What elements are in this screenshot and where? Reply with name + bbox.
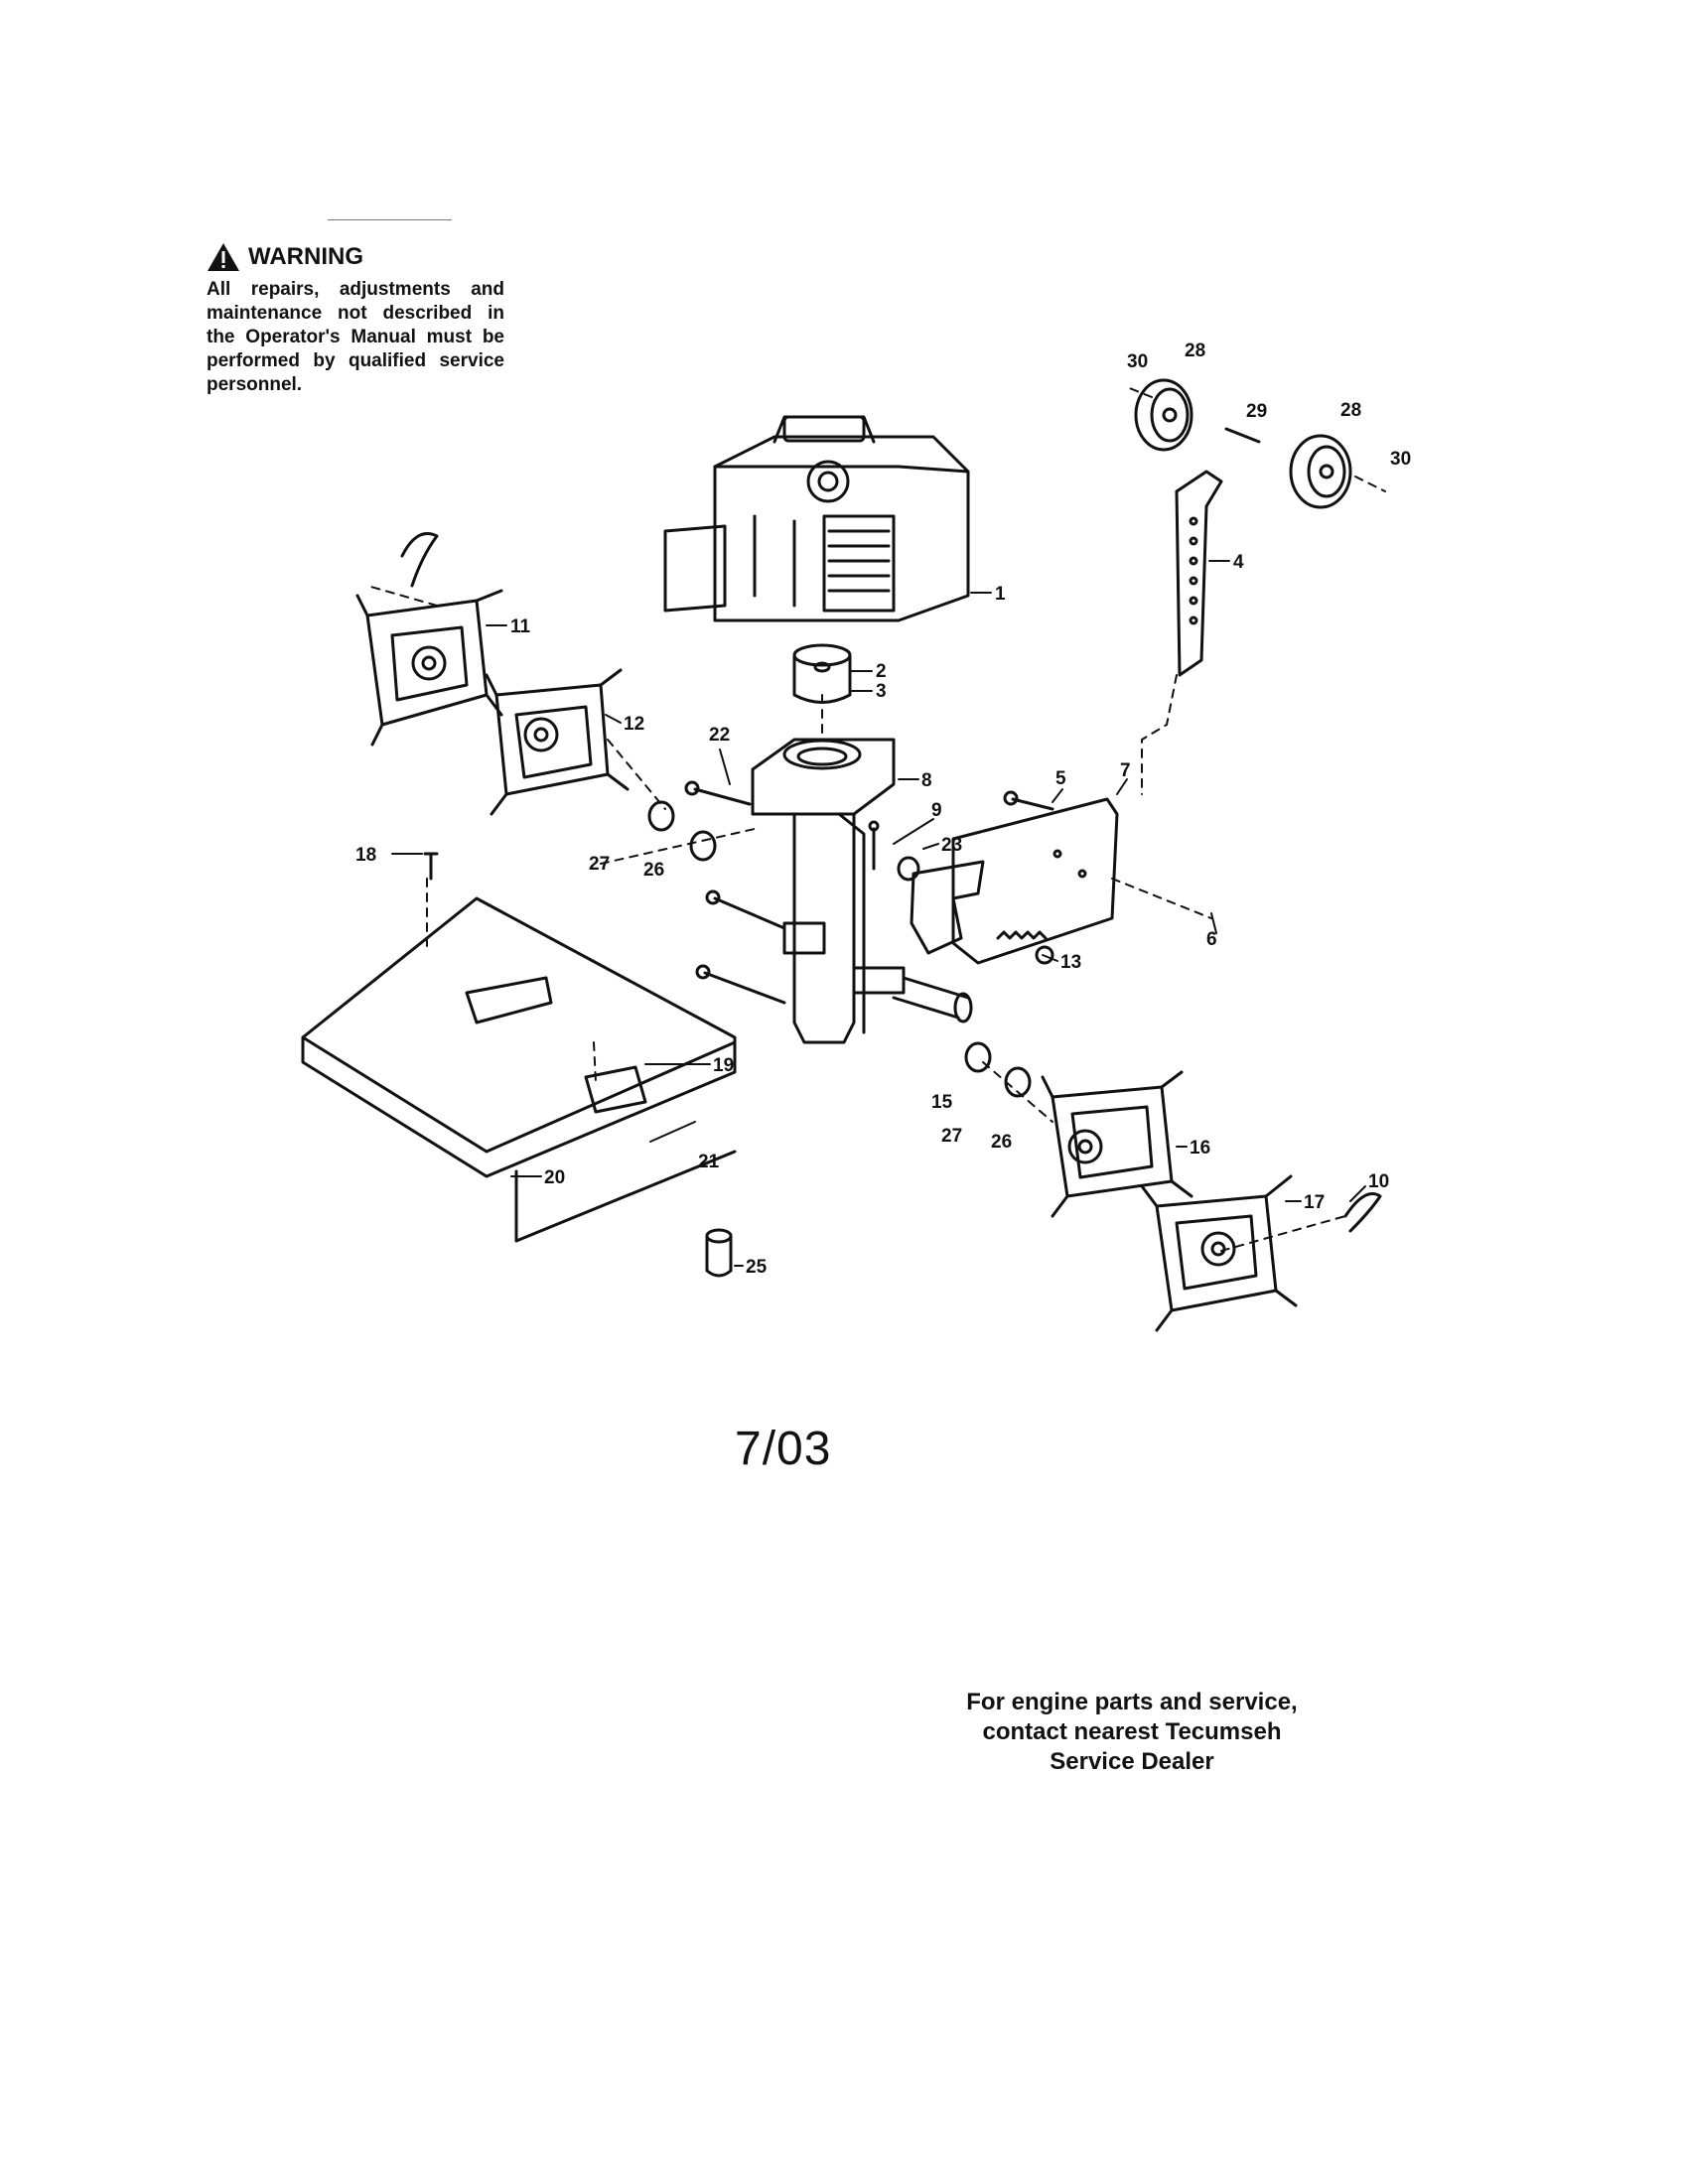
- callout-labels: 1 2 3 4 5 6 7 8 9 10 11 12 13 15 16 17 1…: [355, 341, 1411, 1278]
- callout-3: 3: [876, 681, 887, 702]
- wheel-right: [1289, 434, 1352, 509]
- callout-27-lower: 27: [941, 1126, 962, 1147]
- date-code: 7/03: [735, 1423, 832, 1475]
- wheel-left: [1134, 378, 1193, 452]
- warning-title: WARNING: [248, 243, 363, 270]
- callout-16: 16: [1190, 1138, 1210, 1159]
- assembly-lines: [366, 386, 1386, 1252]
- callout-7: 7: [1120, 760, 1131, 781]
- tine-11: [355, 589, 503, 747]
- callout-10: 10: [1368, 1171, 1389, 1192]
- callout-17: 17: [1304, 1192, 1325, 1213]
- callout-29: 29: [1246, 401, 1267, 422]
- engine-part: [663, 415, 970, 622]
- callout-22: 22: [709, 725, 730, 746]
- scan-rule: [328, 219, 452, 220]
- callout-9: 9: [931, 800, 942, 821]
- mounting-bracket: [910, 797, 1119, 965]
- callout-12: 12: [624, 714, 644, 735]
- footer-line-3: Service Dealer: [1050, 1748, 1214, 1775]
- callout-5: 5: [1055, 768, 1066, 789]
- warning-triangle-icon: [208, 243, 239, 271]
- footer-line-1: For engine parts and service,: [966, 1689, 1298, 1715]
- leader-lines: [391, 560, 1366, 1267]
- warning-text: All repairs, adjustments and maintenance…: [207, 279, 504, 395]
- footer-line-2: contact nearest Tecumseh: [982, 1718, 1282, 1745]
- transmission-housing: [751, 738, 973, 1044]
- callout-1: 1: [995, 584, 1006, 605]
- callout-6: 6: [1206, 929, 1217, 950]
- callout-8: 8: [921, 770, 932, 791]
- pulley-part: [792, 643, 852, 704]
- spring-clip-upper: [400, 532, 439, 588]
- callout-28-right: 28: [1340, 400, 1361, 421]
- tine-17: [1140, 1174, 1298, 1332]
- bushing-part: [705, 1228, 733, 1278]
- callout-21: 21: [698, 1152, 720, 1172]
- callout-28-left: 28: [1185, 341, 1205, 361]
- callout-18: 18: [355, 845, 376, 866]
- callout-2: 2: [876, 661, 887, 682]
- warning-header: WARNING: [207, 242, 504, 272]
- warning-box: WARNING All repairs, adjustments and mai…: [207, 242, 504, 397]
- callout-19: 19: [713, 1055, 734, 1076]
- callout-30-left: 30: [1127, 351, 1148, 372]
- bolts: [423, 780, 1054, 1005]
- callout-4: 4: [1233, 552, 1244, 573]
- spring-part: [996, 930, 1054, 965]
- callout-11: 11: [510, 616, 531, 637]
- callout-27-upper: 27: [589, 854, 610, 875]
- footer-note: For engine parts and service, contact ne…: [923, 1688, 1340, 1777]
- tine-12: [485, 668, 630, 816]
- callout-15: 15: [931, 1092, 953, 1113]
- callout-13: 13: [1060, 952, 1081, 973]
- tine-16: [1041, 1070, 1193, 1218]
- callout-20: 20: [544, 1167, 565, 1188]
- depth-bar: [1175, 470, 1223, 677]
- callout-23: 23: [941, 835, 962, 856]
- callout-26-upper: 26: [643, 860, 664, 881]
- callout-25: 25: [746, 1257, 768, 1278]
- tine-shield: [301, 896, 737, 1243]
- callout-30-right: 30: [1390, 449, 1411, 470]
- axle-pin: [1224, 427, 1261, 444]
- callout-26-lower: 26: [991, 1132, 1012, 1153]
- spring-clip-lower: [1343, 1192, 1382, 1233]
- washers: [647, 800, 1032, 1098]
